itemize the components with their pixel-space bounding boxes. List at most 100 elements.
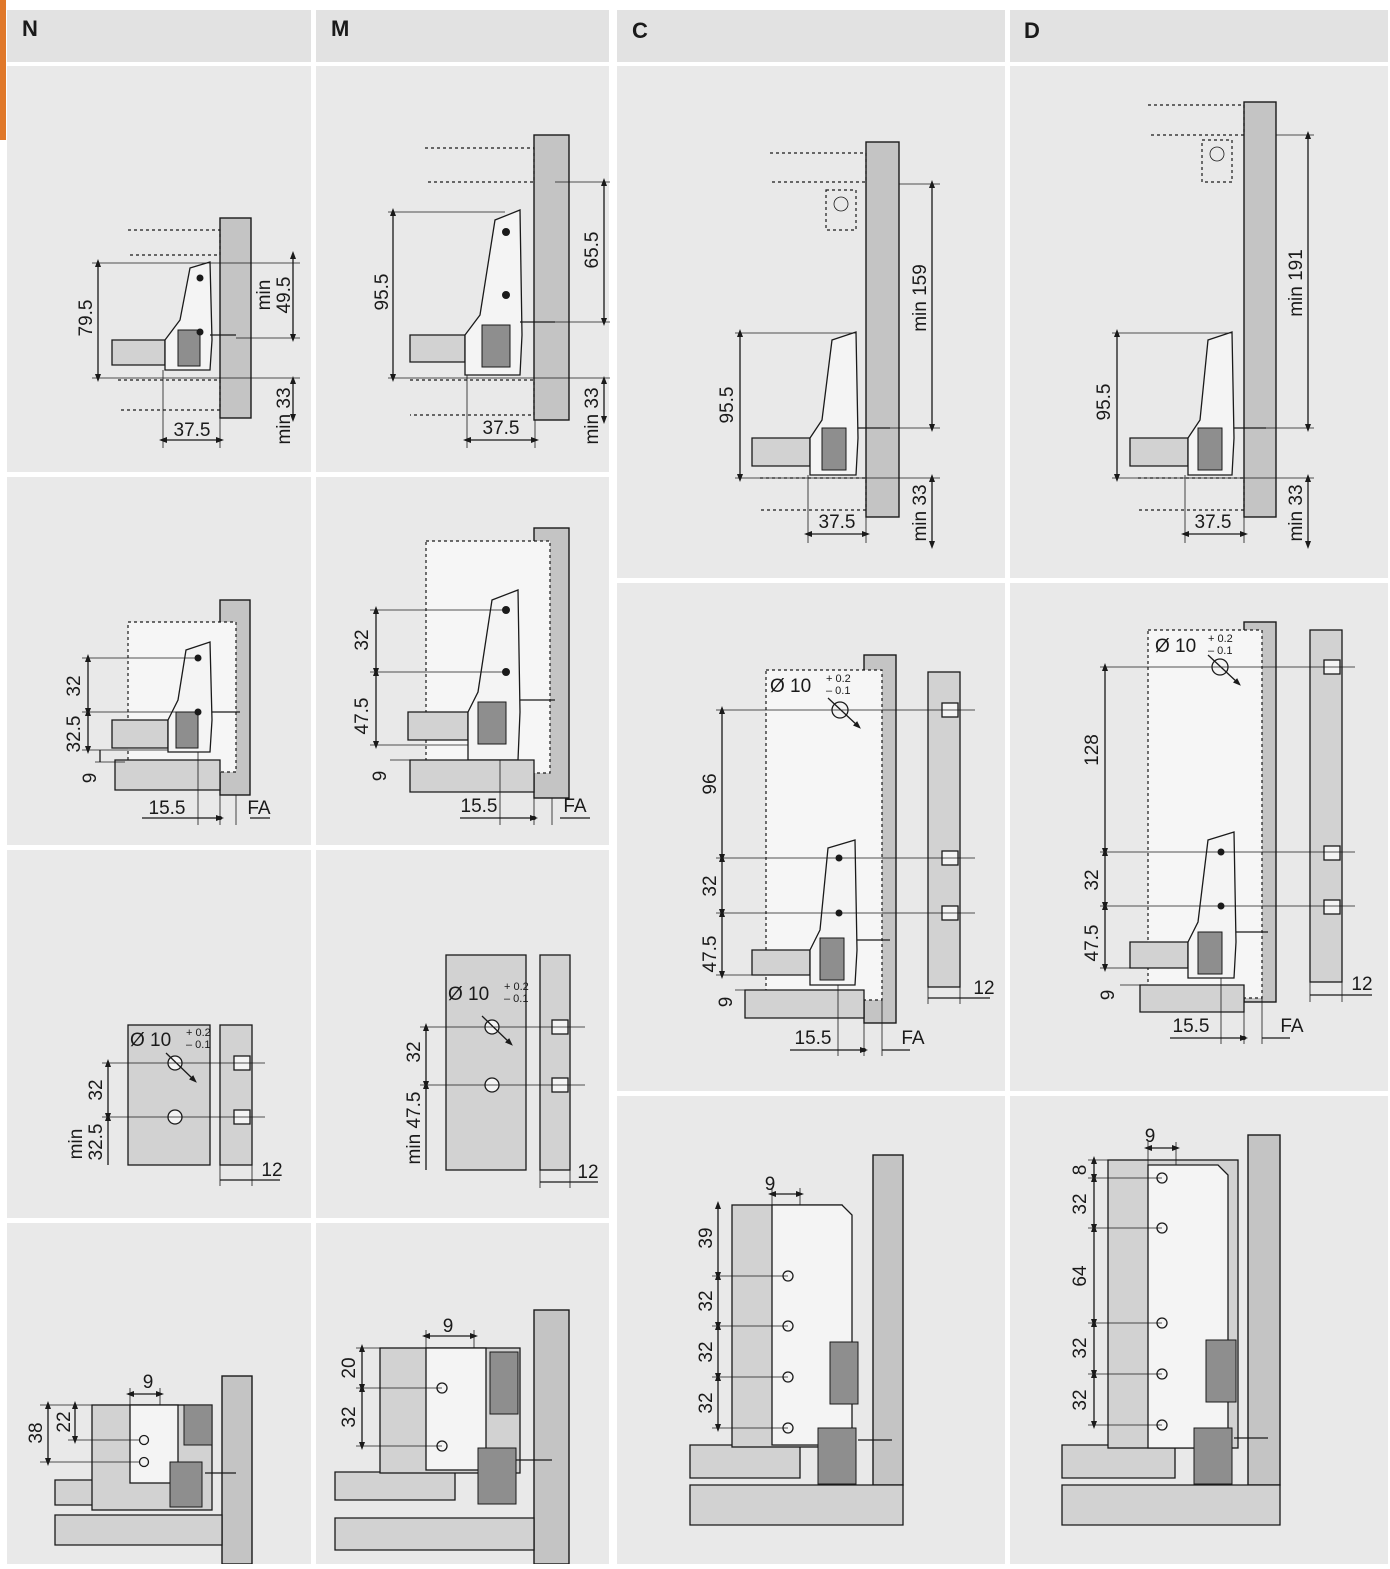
drawer-bottom: [111, 719, 169, 749]
accent-bar: [0, 0, 6, 140]
hole-plate: [1201, 139, 1233, 183]
dimension-bottom-min: min 33: [1286, 484, 1307, 541]
dimension-3: 64: [1070, 1265, 1091, 1287]
cell-M4-front-bracket: 9 20 32: [334, 1309, 570, 1565]
fixing-hole: [196, 274, 204, 282]
drawer-bottom: [1129, 437, 1189, 467]
dimension-2: 32: [339, 1406, 360, 1427]
dimension-3: 9: [716, 997, 737, 1008]
dimension-width: 9: [765, 1174, 776, 1195]
dimension-bottom-min: min 33: [910, 484, 931, 541]
lower-panel-outline: [410, 379, 535, 416]
dimension-offset: 15.5: [149, 798, 186, 819]
tolerance-minus: – 0.1: [1208, 645, 1232, 657]
dimension-offset: 37.5: [1195, 512, 1232, 533]
runner-mechanism: [481, 324, 511, 368]
runner-mechanism: [1197, 427, 1223, 471]
dimension-2: 22: [54, 1411, 75, 1432]
drawer-bottom: [407, 711, 469, 741]
dimension-min-label: min: [66, 1129, 87, 1160]
dimension-min-label: min: [254, 280, 275, 311]
dimension-1: 32: [1082, 869, 1103, 890]
dimension-height: 95.5: [372, 274, 393, 311]
cell-C2-hole-positions: Ø 10 + 0.2 – 0.1 96 32 47.5 9 15.5 FA 12: [700, 654, 995, 1056]
cell-N3-drilling-pattern: Ø 10 + 0.2 – 0.1 32 min 32.5 12: [66, 1024, 283, 1186]
dimension-4: 32: [1070, 1337, 1091, 1358]
dimension-offset: 15.5: [795, 1028, 832, 1049]
cabinet-side-wall: [1243, 101, 1277, 518]
dimension-3: 9: [370, 771, 391, 782]
dimension-offset: 37.5: [174, 420, 211, 441]
hole-plate: [825, 189, 857, 231]
cabinet-side-wall: [1247, 1134, 1281, 1486]
cabinet-side-wall: [865, 141, 900, 518]
column-header-D: D: [1024, 18, 1040, 43]
fitting-cap: [183, 1404, 213, 1446]
dimension-bottom-min: min 33: [274, 387, 295, 444]
tolerance-plus: + 0.2: [504, 981, 529, 993]
panel-edge-view: [539, 954, 571, 1171]
hole-diameter: Ø 10: [770, 676, 811, 697]
hole-diameter: Ø 10: [130, 1030, 171, 1051]
dimension-bottom-min: min 33: [582, 387, 603, 444]
dimension-fa: FA: [563, 796, 587, 817]
front-bracket: [425, 1347, 487, 1471]
dimension-offset: 37.5: [483, 418, 520, 439]
drawer-bottom: [751, 949, 811, 976]
dimension-1: 8: [1070, 1165, 1091, 1176]
dimension-1: 20: [339, 1357, 360, 1378]
dimension-height: 95.5: [1094, 384, 1115, 421]
runner-mechanism: [1197, 931, 1223, 975]
dimension-thickness: 12: [973, 978, 994, 999]
drawer-bottom: [111, 339, 166, 366]
cabinet-side-wall: [219, 217, 252, 419]
front-panel-outline: [1148, 104, 1245, 136]
dimension-1: 32: [404, 1041, 425, 1062]
dimension-2: 32: [1070, 1193, 1091, 1214]
front-panel-outline: [770, 152, 867, 183]
fitting-cap: [1205, 1339, 1237, 1403]
front-panel: [127, 1024, 211, 1166]
fitting-cap: [829, 1341, 859, 1405]
dimension-width: 9: [1145, 1126, 1156, 1147]
dimension-3: 32: [696, 1341, 717, 1362]
cell-C3-front-bracket: 9 39 32 32 32: [689, 1154, 904, 1526]
dimension-fa: FA: [901, 1028, 925, 1049]
dimension-min: min 47.5: [404, 1092, 425, 1165]
runner-mechanism: [819, 937, 845, 981]
fixing-hole: [502, 228, 510, 236]
dimension-1: 32: [86, 1079, 107, 1100]
dimension-height: 79.5: [76, 300, 97, 337]
cell-M2-hole-positions: 32 47.5 9 15.5 FA: [352, 527, 590, 825]
panel-edge-view: [1309, 629, 1343, 983]
panel-edge-view: [219, 1024, 253, 1166]
drawer-bottom: [1129, 941, 1189, 969]
dimension-4: 32: [696, 1392, 717, 1413]
fixing-hole: [196, 328, 204, 336]
cell-D2-hole-positions: Ø 10 + 0.2 – 0.1 128 32 47.5 9 15.5 FA 1…: [1082, 621, 1373, 1044]
hole-diameter: Ø 10: [1155, 636, 1196, 657]
panel-edge-view: [927, 671, 961, 988]
cell-C1-side-view: 95.5 min 159 min 33 37.5: [717, 141, 940, 549]
runner-mechanism: [175, 711, 199, 749]
dimension-height: 95.5: [717, 387, 738, 424]
cell-N1-side-view: 79.5 min 49.5 min 33 37.5: [76, 217, 300, 448]
cell-D1-side-view: 95.5 min 191 min 33 37.5: [1094, 101, 1314, 549]
dimension-2: 47.5: [1082, 925, 1103, 962]
tolerance-minus: – 0.1: [186, 1039, 210, 1051]
dimension-upper: 65.5: [582, 232, 603, 269]
dimension-2: 47.5: [352, 698, 373, 735]
dimension-offset: 37.5: [819, 512, 856, 533]
dimension-fa: FA: [247, 798, 271, 819]
front-bracket: [1147, 1164, 1229, 1449]
cell-D3-front-bracket: 9 8 32 64 32 32: [1061, 1126, 1281, 1526]
dimension-thickness: 12: [261, 1160, 282, 1181]
dimension-fa: FA: [1280, 1016, 1304, 1037]
dimension-1: 32: [352, 629, 373, 650]
dimension-2: 32.5: [64, 716, 85, 753]
dimension-min-value: 32.5: [86, 1124, 107, 1161]
tolerance-plus: + 0.2: [1208, 633, 1233, 645]
dimension-width: 9: [143, 1372, 154, 1393]
